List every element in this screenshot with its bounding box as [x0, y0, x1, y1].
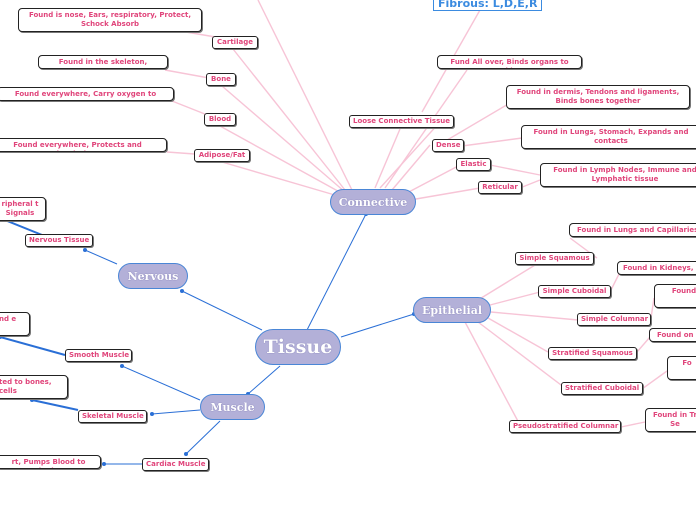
stratified-cuboidal-note: Fo: [667, 356, 696, 380]
stratified-squamous-note: Found on S: [649, 328, 696, 342]
smooth-muscle-note: nd e: [0, 312, 30, 336]
smooth-muscle-label[interactable]: Smooth Muscle: [65, 349, 132, 362]
bone-note: Found in the skeleton, Protects: [38, 55, 168, 69]
cardiac-muscle-label[interactable]: Cardiac Muscle: [142, 458, 209, 471]
loose-connective-note: Fund All over, Binds organs to skin: [437, 55, 582, 69]
muscle-node[interactable]: Muscle: [200, 394, 265, 420]
adipose-note: Found everywhere, Protects and insulatio…: [0, 138, 167, 152]
tissue-root-node[interactable]: Tissue: [255, 329, 341, 365]
bone-label[interactable]: Bone: [206, 73, 236, 86]
simple-cuboidal-label[interactable]: Simple Cuboidal: [538, 285, 611, 298]
dense-label[interactable]: Dense: [432, 139, 464, 152]
skeletal-muscle-note: ted to bones, cells: [0, 375, 68, 399]
pseudostratified-note: Found in Tr Se: [645, 408, 696, 432]
nervous-note: ripheral t Signals: [0, 197, 46, 221]
cartilage-note: Found is nose, Ears, respiratory, Protec…: [18, 8, 202, 32]
adipose-label[interactable]: Adipose/Fat: [194, 149, 250, 162]
stratified-squamous-label[interactable]: Stratified Squamous: [548, 347, 637, 360]
epithelial-node[interactable]: Epithelial: [413, 297, 491, 323]
nervous-node[interactable]: Nervous: [118, 263, 188, 289]
skeletal-muscle-label[interactable]: Skeletal Muscle: [78, 410, 147, 423]
simple-squamous-label[interactable]: Simple Squamous: [515, 252, 594, 265]
dense-note: Found in dermis, Tendons and ligaments, …: [506, 85, 690, 109]
blood-note: Found everywhere, Carry oxygen to organs: [0, 87, 174, 101]
cartilage-label[interactable]: Cartilage: [212, 36, 258, 49]
reticular-label[interactable]: Reticular: [478, 181, 522, 194]
reticular-note: Found in Lymph Nodes, Immune and Lymphat…: [540, 163, 696, 187]
elastic-note: Found in Lungs, Stomach, Expands and con…: [521, 125, 696, 149]
fibrous-heading: Fibrous: L,D,E,R: [433, 0, 543, 11]
simple-cuboidal-note: Found in Kidneys, S: [617, 261, 696, 275]
blood-label[interactable]: Blood: [204, 113, 236, 126]
connective-node[interactable]: Connective: [330, 189, 416, 215]
elastic-label[interactable]: Elastic: [456, 158, 491, 171]
pseudostratified-label[interactable]: Pseudostratified Columnar: [509, 420, 621, 433]
stratified-cuboidal-label[interactable]: Stratified Cuboidal: [561, 382, 643, 395]
simple-squamous-note: Found in Lungs and Capillaries,: [569, 223, 696, 237]
loose-connective-label[interactable]: Loose Connective Tissue: [349, 115, 454, 128]
cardiac-muscle-note: rt, Pumps Blood to body: [0, 455, 101, 469]
simple-columnar-note: Found: [654, 284, 696, 308]
nervous-tissue-label[interactable]: Nervous Tissue: [25, 234, 93, 247]
simple-columnar-label[interactable]: Simple Columnar: [577, 313, 651, 326]
